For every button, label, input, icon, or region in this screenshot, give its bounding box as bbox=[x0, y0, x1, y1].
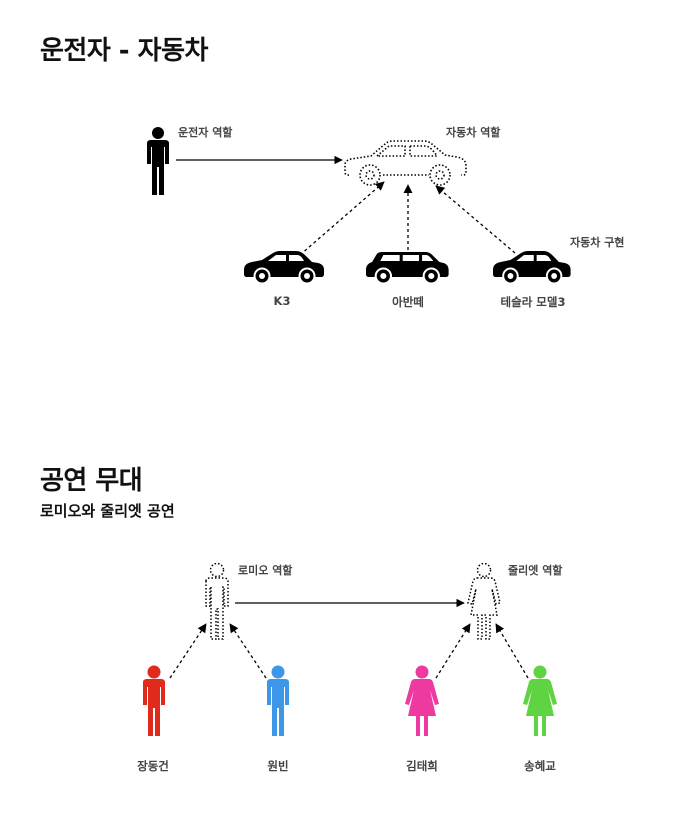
car-label-k3: K3 bbox=[273, 294, 291, 308]
juliet-role-label: 줄리엣 역할 bbox=[508, 564, 563, 577]
car-role-label: 자동차 역할 bbox=[446, 126, 501, 139]
actor-label-4: 송혜교 bbox=[524, 759, 556, 773]
actor3-impl-arrow bbox=[435, 623, 471, 679]
actor-label-2: 원빈 bbox=[267, 759, 289, 773]
actor1-person-icon bbox=[143, 665, 165, 736]
avante-car-icon bbox=[366, 252, 449, 285]
car-impl-label: 자동차 구현 bbox=[570, 236, 625, 249]
actor4-person-icon bbox=[523, 665, 557, 736]
car-role-icon bbox=[344, 140, 467, 186]
actor2-impl-arrow bbox=[229, 623, 267, 679]
section2-title: 공연 무대 bbox=[40, 466, 143, 496]
juliet-role-icon bbox=[467, 562, 501, 640]
actor-label-1: 장동건 bbox=[137, 759, 169, 773]
k3-impl-arrow bbox=[299, 181, 385, 256]
driver-person-icon bbox=[147, 127, 169, 195]
tesla-car-icon bbox=[492, 250, 572, 285]
section2-subtitle: 로미오와 줄리엣 공연 bbox=[40, 502, 175, 520]
driver-role-label: 운전자 역할 bbox=[178, 126, 233, 139]
actor3-person-icon bbox=[405, 665, 439, 736]
romeo-role-icon bbox=[205, 562, 229, 640]
actor1-impl-arrow bbox=[169, 623, 207, 679]
actor-label-3: 김태희 bbox=[406, 759, 438, 773]
car-label-tesla: 테슬라 모델3 bbox=[500, 295, 566, 309]
k3-car-icon bbox=[243, 250, 325, 285]
romeo-role-label: 로미오 역할 bbox=[238, 564, 293, 577]
tesla-impl-arrow bbox=[435, 185, 516, 254]
car-label-avante: 아반떼 bbox=[392, 295, 424, 309]
section1-title: 운전자 - 자동차 bbox=[40, 36, 208, 66]
actor2-person-icon bbox=[267, 665, 289, 736]
actor4-impl-arrow bbox=[495, 623, 529, 679]
